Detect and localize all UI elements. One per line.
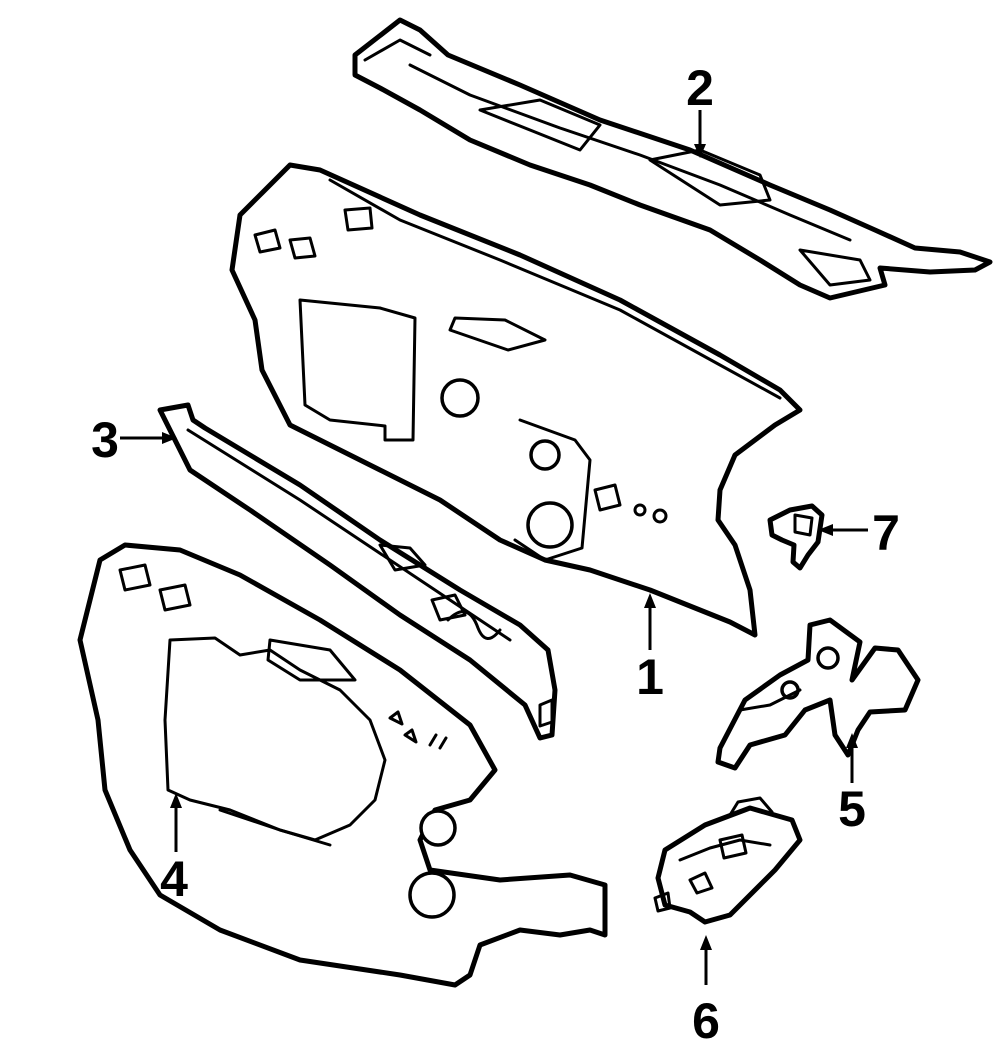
callout-4: 4: [160, 793, 188, 907]
arrowhead: [700, 935, 712, 950]
callout-5: 5: [838, 733, 866, 837]
part-6-bracket: [653, 796, 803, 925]
arrowhead: [644, 593, 656, 608]
part-2-cowl-panel: [352, 17, 993, 301]
arrowhead: [846, 733, 858, 748]
arrowhead: [694, 144, 706, 158]
callout-number: 5: [838, 781, 866, 837]
part-1-dash-panel: [229, 162, 803, 638]
callout-number: 3: [91, 412, 119, 468]
callout-2: 2: [686, 60, 714, 158]
callout-6: 6: [692, 935, 720, 1048]
part-7-clip: [767, 503, 825, 571]
callout-7: 7: [818, 505, 900, 561]
part-3-cowl-reinforcement: [157, 402, 558, 741]
callout-number: 7: [872, 505, 900, 561]
part-5-bracket: [715, 617, 921, 771]
callout-number: 4: [160, 851, 188, 907]
part-4-dash-insulator: [77, 542, 608, 988]
callout-3: 3: [91, 412, 177, 468]
arrowhead: [170, 793, 182, 808]
arrowhead: [162, 432, 177, 444]
callout-number: 1: [636, 649, 664, 705]
arrowhead: [818, 524, 833, 536]
callout-number: 6: [692, 993, 720, 1048]
callout-number: 2: [686, 60, 714, 116]
callout-1: 1: [636, 593, 664, 705]
